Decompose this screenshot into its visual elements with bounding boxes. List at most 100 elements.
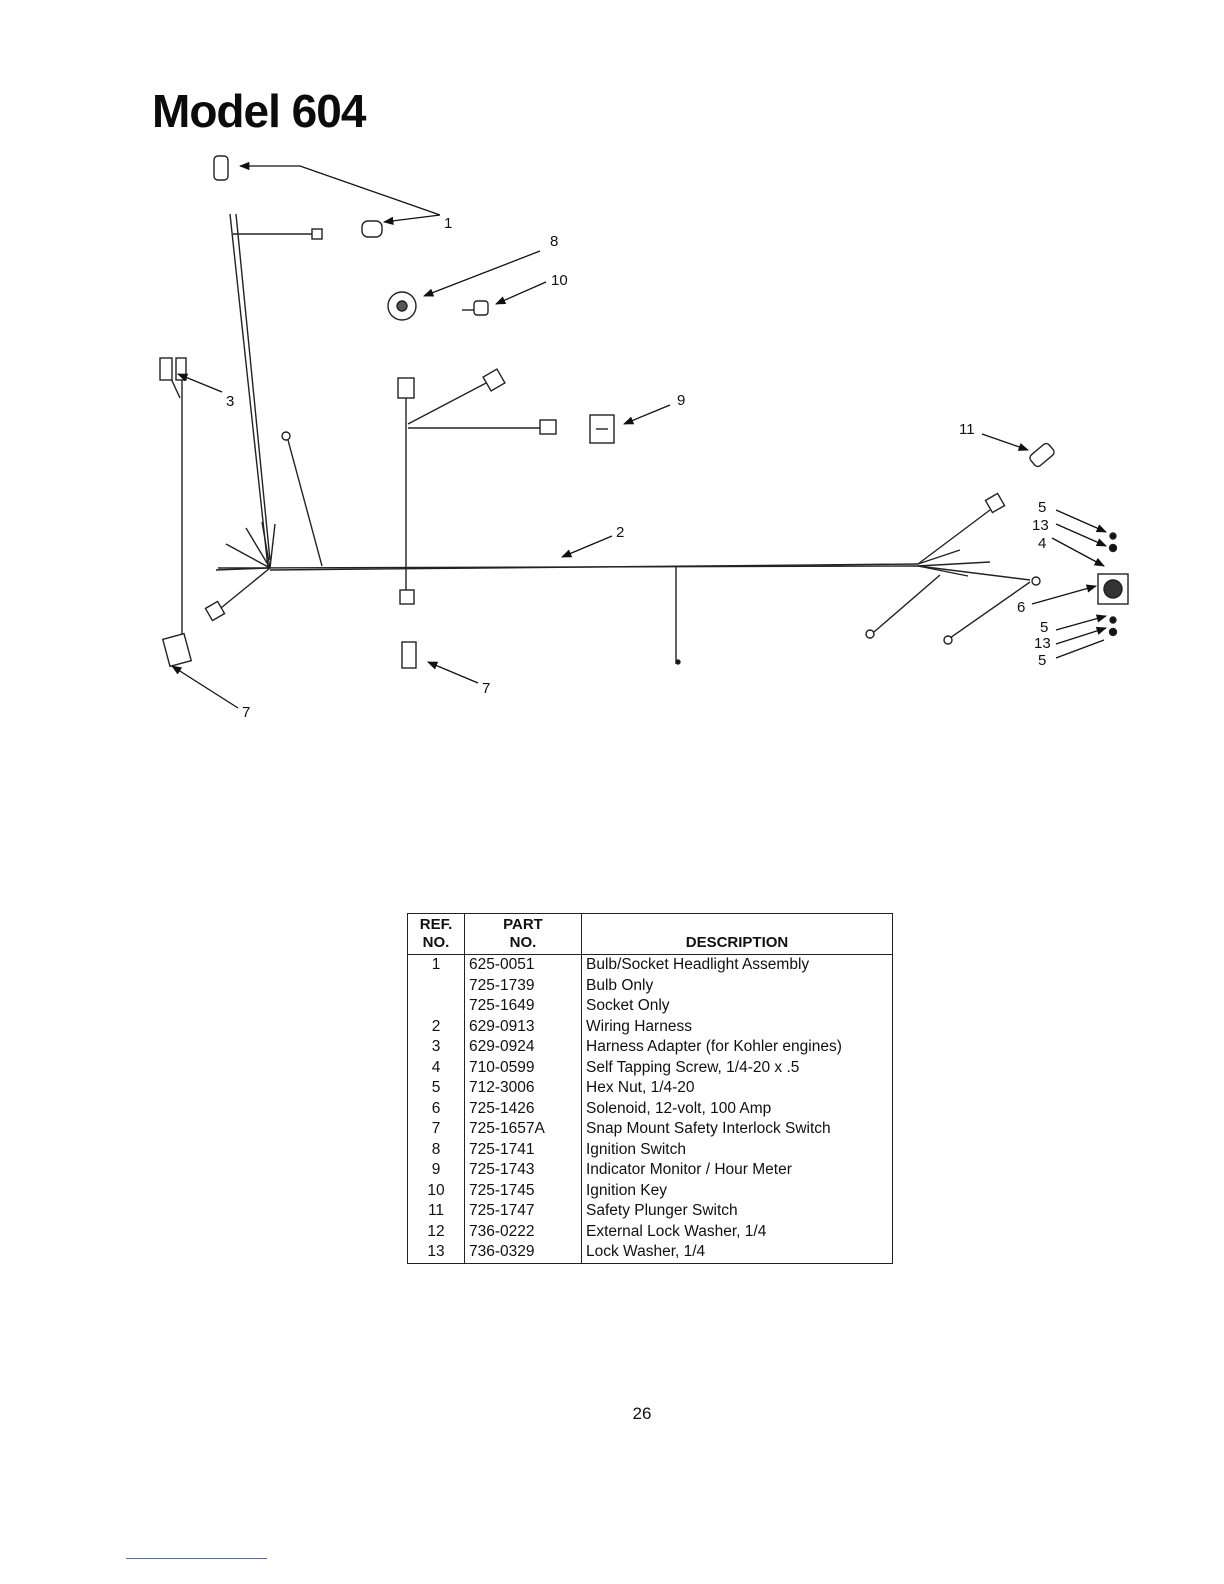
description-cell: Ignition Switch <box>581 1139 893 1160</box>
header-part-no: PART NO. <box>464 913 582 955</box>
callout-3: 3 <box>226 393 234 410</box>
callout-6: 6 <box>1017 599 1025 616</box>
description-cell: External Lock Washer, 1/4 <box>581 1221 893 1242</box>
headlight-socket-icon <box>213 155 229 181</box>
description-cell: Wiring Harness <box>581 1016 893 1037</box>
rear-connector-icon <box>311 228 323 240</box>
harness-components <box>159 155 1129 669</box>
ref-cell: 13 <box>427 1243 445 1260</box>
part-number-cell: 725-1741 <box>464 1139 582 1160</box>
ref-cell: 5 <box>431 1079 441 1096</box>
part-number-cell: 725-1426 <box>464 1098 582 1119</box>
part-number-cell: 725-1747 <box>464 1201 582 1222</box>
interlock-switch-icon <box>401 641 417 669</box>
description-cell: Harness Adapter (for Kohler engines) <box>581 1037 893 1058</box>
hour-meter-icon <box>589 414 615 444</box>
ref-cell: 7 <box>431 1120 441 1137</box>
callout-7-right: 7 <box>482 680 490 697</box>
description-cell: Self Tapping Screw, 1/4-20 x .5 <box>581 1057 893 1078</box>
callout-13-top: 13 <box>1032 517 1049 534</box>
wiring-harness-diagram: 1 8 10 3 9 11 2 5 13 4 6 5 13 5 7 7 <box>159 155 1129 721</box>
parts-table-header: REF. NO. PART NO. DESCRIPTION <box>407 913 893 955</box>
callout-13-bottom: 13 <box>1034 635 1051 652</box>
ref-cell: 10 <box>427 1181 445 1199</box>
description-cell: Indicator Monitor / Hour Meter <box>581 1160 893 1181</box>
description-cell: Bulb/Socket Headlight Assembly <box>581 954 893 976</box>
left-interlock-switch-icon <box>161 632 193 668</box>
part-number-cell: 710-0599 <box>464 1057 582 1078</box>
ignition-key-icon <box>473 300 489 316</box>
ref-cell <box>408 976 465 997</box>
description-cell: Safety Plunger Switch <box>581 1201 893 1222</box>
callout-9: 9 <box>677 392 685 409</box>
harness-wires <box>167 213 1031 664</box>
ref-cell: 12 <box>427 1222 445 1240</box>
description-cell: Bulb Only <box>581 975 893 996</box>
description-cell: Ignition Key <box>581 1180 893 1201</box>
ref-cell: 9 <box>431 1161 441 1178</box>
description-cell: Solenoid, 12-volt, 100 Amp <box>581 1098 893 1119</box>
ref-cell: 8 <box>431 1140 441 1158</box>
ref-cell: 11 <box>427 1202 445 1219</box>
page-number: 26 <box>632 1404 652 1423</box>
adapter-plug-icon <box>159 357 173 381</box>
part-number-cell: 725-1649 <box>464 996 582 1017</box>
description-cell: Lock Washer, 1/4 <box>581 1242 893 1263</box>
headlight-bulb-icon <box>361 220 383 238</box>
part-number-cell: 725-1657A <box>464 1119 582 1140</box>
callout-11: 11 <box>959 421 975 438</box>
part-number-cell: 725-1743 <box>464 1160 582 1181</box>
part-number-cell: 625-0051 <box>464 954 582 976</box>
callout-5-mid: 5 <box>1040 619 1048 636</box>
part-number-cell: 725-1745 <box>464 1180 582 1201</box>
bottom-rule <box>126 1558 267 1559</box>
page-title: Model 604 <box>152 85 366 137</box>
part-number-cell: 736-0222 <box>464 1221 582 1242</box>
callout-8: 8 <box>550 233 558 250</box>
part-number-cell: 629-0913 <box>464 1016 582 1037</box>
part-number-cell: 629-0924 <box>464 1037 582 1058</box>
callout-5-top: 5 <box>1038 499 1046 516</box>
ref-cell: 1 <box>431 956 441 973</box>
description-cell: Snap Mount Safety Interlock Switch <box>581 1119 893 1140</box>
header-description: DESCRIPTION <box>581 913 893 955</box>
callout-labels: 1 8 10 3 9 11 2 5 13 4 6 5 13 5 7 7 <box>226 215 1051 721</box>
ref-cell: 6 <box>431 1099 441 1117</box>
leader-arrows <box>171 161 1108 709</box>
ref-cell <box>408 996 465 1017</box>
part-number-cell: 725-1739 <box>464 975 582 996</box>
callout-10: 10 <box>551 272 568 289</box>
callout-7-left: 7 <box>242 704 250 721</box>
description-cell: Hex Nut, 1/4-20 <box>581 1078 893 1099</box>
hex-nut-icon <box>1109 532 1117 540</box>
callout-4: 4 <box>1038 535 1046 552</box>
part-number-cell: 736-0329 <box>464 1242 582 1263</box>
callout-5-bottom: 5 <box>1038 652 1046 669</box>
plunger-switch-icon <box>1029 442 1055 468</box>
callout-1: 1 <box>444 215 452 232</box>
ref-cell: 3 <box>431 1038 441 1055</box>
header-ref-no: REF. NO. <box>407 913 465 955</box>
description-cell: Socket Only <box>581 996 893 1017</box>
callout-2: 2 <box>616 524 624 541</box>
ref-cell: 4 <box>431 1058 441 1076</box>
ref-cell: 2 <box>431 1017 441 1035</box>
part-number-cell: 712-3006 <box>464 1078 582 1099</box>
